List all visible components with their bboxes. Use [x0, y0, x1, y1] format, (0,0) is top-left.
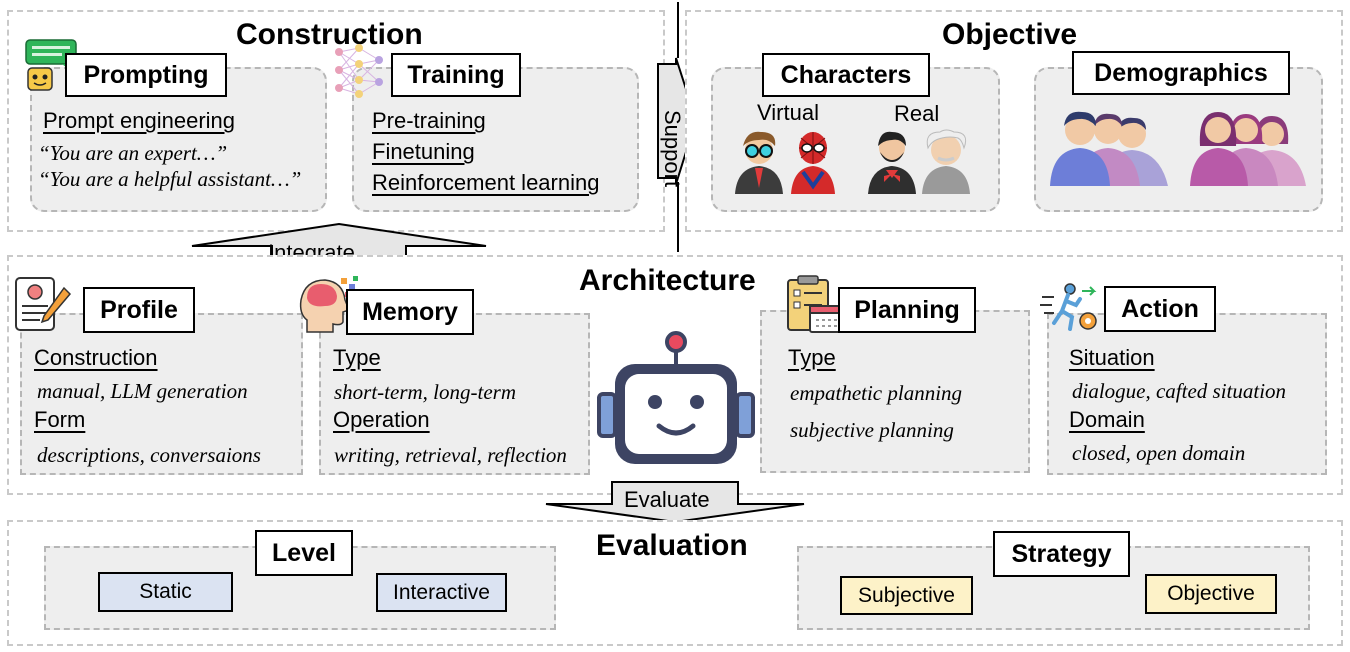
strategy-label: Strategy: [993, 531, 1130, 577]
memory-type-values: short-term, long-term: [334, 380, 516, 404]
planning-label: Planning: [838, 287, 976, 333]
memory-operation-heading: Operation: [333, 407, 430, 432]
training-label: Training: [391, 53, 521, 97]
profile-label: Profile: [83, 287, 195, 333]
female-group-icon: [1190, 112, 1306, 186]
strategy-option-subjective: Subjective: [840, 576, 973, 615]
action-situation-values: dialogue, cafted situation: [1072, 379, 1287, 403]
action-domain-values: closed, open domain: [1072, 441, 1246, 465]
training-item-pretraining: Pre-training: [372, 108, 486, 133]
profile-construction-values: manual, LLM generation: [37, 379, 248, 403]
action-panel: [1047, 313, 1327, 475]
level-option-interactive: Interactive: [376, 573, 507, 612]
action-domain-heading: Domain: [1069, 407, 1145, 432]
memory-label: Memory: [346, 289, 474, 335]
architecture-title: Architecture: [579, 264, 756, 297]
clipboard-calendar-icon: [787, 275, 845, 333]
memory-type-heading: Type: [333, 345, 381, 370]
male-group-icon: [1050, 111, 1168, 186]
memory-operation-values: writing, retrieval, reflection: [334, 443, 567, 467]
prompting-label: Prompting: [65, 53, 227, 97]
action-label: Action: [1104, 286, 1216, 332]
evaluation-title: Evaluation: [596, 529, 748, 562]
prompt-engineering-heading: Prompt engineering: [43, 108, 236, 133]
training-item-rl: Reinforcement learning: [372, 170, 600, 195]
demographics-label: Demographics: [1072, 51, 1290, 95]
profile-panel: [20, 313, 303, 475]
prompt-example-1: “You are an expert…”: [38, 141, 228, 165]
evaluate-arrow: [545, 481, 805, 524]
profile-form-values: descriptions, conversaions: [37, 443, 261, 467]
planning-value-empathetic: empathetic planning: [790, 381, 963, 405]
robot-agent-icon: [597, 331, 755, 464]
prompt-example-2: “You are a helpful assistant…”: [38, 167, 302, 191]
objective-title: Objective: [942, 18, 1078, 51]
action-situation-heading: Situation: [1069, 345, 1155, 370]
level-option-static: Static: [98, 572, 233, 612]
real-label: Real: [894, 101, 940, 126]
characters-label: Characters: [762, 53, 930, 97]
construction-title: Construction: [236, 18, 423, 51]
strategy-option-objective: Objective: [1145, 574, 1277, 614]
planning-type-heading: Type: [788, 345, 836, 370]
profile-form-heading: Form: [34, 407, 86, 432]
support-label: Support: [660, 110, 685, 188]
real-characters-icon: [868, 129, 970, 194]
planning-value-subjective: subjective planning: [790, 418, 954, 442]
training-item-finetuning: Finetuning: [372, 139, 475, 164]
profile-card-icon: [15, 277, 72, 331]
neural-network-icon: [335, 44, 383, 98]
virtual-label: Virtual: [757, 100, 819, 125]
level-label: Level: [255, 530, 353, 576]
evaluate-label: Evaluate: [624, 487, 710, 512]
virtual-characters-icon: [735, 131, 835, 194]
profile-construction-heading: Construction: [34, 345, 158, 370]
running-action-icon: [1040, 283, 1097, 331]
